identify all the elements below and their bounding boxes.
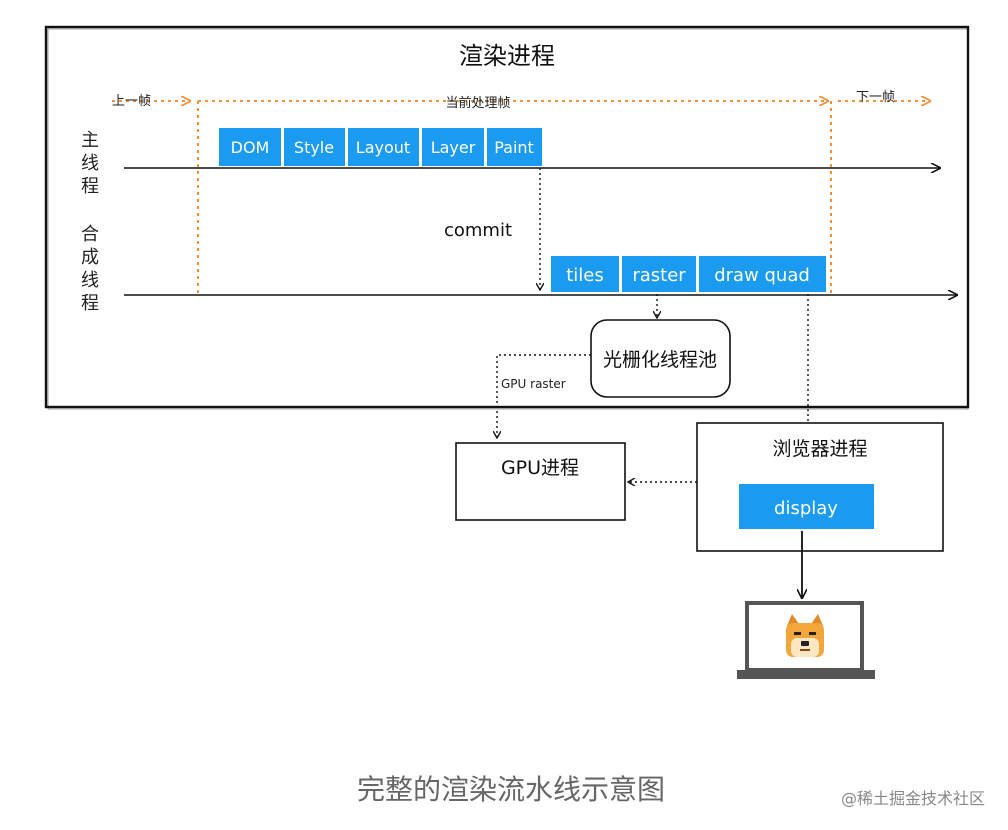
main-thread-label: 主 线 程 bbox=[81, 130, 99, 197]
stage-layout-box bbox=[348, 128, 419, 166]
stage-draw-quad-label: draw quad bbox=[714, 265, 810, 286]
renderer-process-frame bbox=[44, 25, 970, 410]
main-thread-char-3: 程 bbox=[81, 176, 99, 197]
stage-paint-label: Paint bbox=[494, 138, 534, 157]
compositor-thread-stages: tiles raster draw quad bbox=[551, 256, 826, 292]
raster-pool-label: 光栅化线程池 bbox=[603, 349, 717, 371]
monitor-base bbox=[737, 670, 875, 679]
compositor-thread-char-1: 合 bbox=[81, 224, 99, 245]
doge-face-icon bbox=[786, 614, 824, 657]
stage-tiles-label: tiles bbox=[566, 265, 604, 286]
gpu-process-box bbox=[455, 442, 626, 521]
compositor-thread-char-2: 成 bbox=[81, 247, 99, 268]
stage-tiles-box bbox=[551, 256, 619, 292]
display-box bbox=[739, 484, 874, 529]
stage-raster-box bbox=[622, 256, 696, 292]
compositor-thread-char-4: 程 bbox=[81, 293, 99, 314]
renderer-process-title: 渲染进程 bbox=[459, 42, 555, 70]
stage-style-label: Style bbox=[294, 138, 334, 157]
gpu-raster-label: GPU raster bbox=[501, 377, 566, 391]
stage-dom-label: DOM bbox=[231, 138, 270, 157]
watermark: @稀土掘金技术社区 bbox=[841, 789, 985, 808]
stage-layer-box bbox=[422, 128, 484, 166]
stage-raster-label: raster bbox=[632, 265, 686, 286]
display-label: display bbox=[774, 498, 838, 519]
gpu-raster-arrow bbox=[497, 354, 591, 438]
main-thread-char-2: 线 bbox=[81, 153, 99, 174]
monitor bbox=[737, 601, 875, 679]
gpu-process-title: GPU进程 bbox=[501, 457, 579, 479]
stage-draw-quad-box bbox=[699, 256, 826, 292]
stage-layout-label: Layout bbox=[356, 138, 410, 157]
diagram-caption: 完整的渲染流水线示意图 bbox=[357, 773, 665, 806]
stage-style-box bbox=[284, 128, 345, 166]
prev-frame-label: 上一帧 bbox=[112, 94, 151, 109]
next-frame-label: 下一帧 bbox=[856, 90, 895, 105]
main-thread-char-1: 主 bbox=[81, 130, 99, 151]
compositor-thread-label: 合 成 线 程 bbox=[81, 224, 99, 314]
stage-dom-box bbox=[219, 128, 281, 166]
raster-pool-box bbox=[590, 319, 731, 398]
browser-process-title: 浏览器进程 bbox=[772, 438, 867, 460]
main-thread-stages: DOM Style Layout Layer Paint bbox=[219, 128, 542, 166]
commit-label: commit bbox=[444, 220, 512, 241]
current-frame-label: 当前处理帧 bbox=[445, 95, 510, 111]
stage-paint-box bbox=[487, 128, 542, 166]
stage-layer-label: Layer bbox=[431, 138, 476, 157]
frame-timeline bbox=[112, 101, 930, 296]
compositor-thread-char-3: 线 bbox=[81, 270, 99, 291]
